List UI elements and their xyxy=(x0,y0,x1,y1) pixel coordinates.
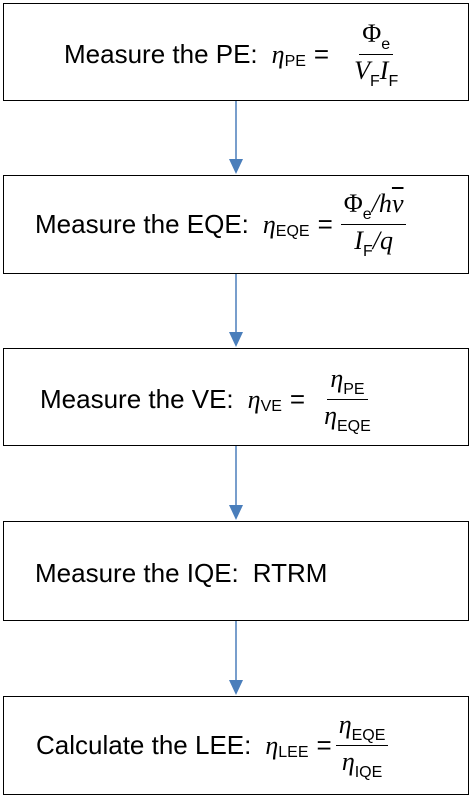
equals-sign: = xyxy=(289,384,306,414)
arrow-head-3 xyxy=(229,505,243,520)
step-lee-label: Calculate the LEE: xyxy=(36,730,252,760)
eqe-numerator: Φ e /h ν xyxy=(340,188,407,225)
step-pe-label: Measure the PE: xyxy=(64,39,258,69)
pe-denominator: V F I F xyxy=(351,55,401,91)
eta-symbol: η xyxy=(262,209,276,239)
equals-sign: = xyxy=(313,39,330,69)
step-ve-label: Measure the VE: xyxy=(40,384,234,414)
phi-symbol: Φ xyxy=(343,189,363,218)
step-box-ve: Measure the VE: η VE = η PE η EQE xyxy=(3,348,469,446)
equals-sign: = xyxy=(317,209,333,239)
pe-fraction: Φ e V F I F xyxy=(351,18,401,91)
lee-denominator: η IQE xyxy=(339,746,385,782)
iqe-subscript: IQE xyxy=(354,764,383,781)
ve-subscript: VE xyxy=(260,397,282,415)
pe-subscript: PE xyxy=(284,52,306,70)
eta-pe-symbol: η xyxy=(330,364,344,393)
phi-subscript: e xyxy=(381,36,391,53)
lee-subscript: LEE xyxy=(278,743,309,761)
step-box-lee: Calculate the LEE: η LEE = η EQE η IQE xyxy=(3,696,469,795)
eqe-subscript: EQE xyxy=(337,418,371,435)
step-box-iqe: Measure the IQE: RTRM xyxy=(3,521,469,621)
eta-eqe-symbol: η xyxy=(324,401,337,430)
equals-sign: = xyxy=(316,730,332,760)
current-symbol: I xyxy=(379,56,389,85)
step-eqe-label: Measure the EQE: xyxy=(35,209,249,239)
eta-symbol: η xyxy=(271,39,285,69)
eta-eqe-symbol: η xyxy=(338,710,352,739)
lee-numerator: η EQE xyxy=(335,709,389,746)
ve-numerator: η PE xyxy=(327,363,368,400)
charge-symbol: /q xyxy=(372,226,393,255)
eta-symbol: η xyxy=(265,730,279,760)
arrow-group xyxy=(229,101,243,695)
voltage-subscript: F xyxy=(369,73,380,90)
current-symbol: I xyxy=(354,226,363,255)
mean-frequency-nu: ν xyxy=(391,189,404,218)
eta-symbol: η xyxy=(247,384,261,414)
arrow-head-4 xyxy=(229,680,243,695)
arrow-head-2 xyxy=(229,332,243,347)
eqe-subscript: EQE xyxy=(351,727,386,744)
current-subscript: F xyxy=(362,243,373,260)
phi-subscript: e xyxy=(362,206,372,223)
step-eqe-line: Measure the EQE: η EQE = Φ e /h ν I F /q xyxy=(35,188,407,261)
phi-symbol: Φ xyxy=(362,19,382,48)
eqe-subscript: EQE xyxy=(275,222,310,240)
step-box-pe: Measure the PE: η PE = Φ e V F I F xyxy=(3,3,469,101)
arrow-head-1 xyxy=(229,159,243,174)
pe-numerator: Φ e xyxy=(359,18,394,55)
eqe-fraction: Φ e /h ν I F /q xyxy=(340,188,407,261)
step-pe-line: Measure the PE: η PE = Φ e V F I F xyxy=(64,18,401,91)
step-lee-line: Calculate the LEE: η LEE = η EQE η IQE xyxy=(36,709,389,782)
voltage-symbol: V xyxy=(354,56,370,85)
current-subscript: F xyxy=(388,73,399,90)
ve-denominator: η EQE xyxy=(321,400,374,436)
pe-subscript: PE xyxy=(343,381,365,398)
iqe-method: RTRM xyxy=(252,558,328,588)
step-box-eqe: Measure the EQE: η EQE = Φ e /h ν I F /q xyxy=(3,175,469,274)
step-ve-line: Measure the VE: η VE = η PE η EQE xyxy=(40,363,374,436)
eta-iqe-symbol: η xyxy=(341,747,355,776)
ve-fraction: η PE η EQE xyxy=(321,363,374,436)
photon-energy-h: /h xyxy=(371,189,392,218)
lee-fraction: η EQE η IQE xyxy=(335,709,389,782)
eqe-denominator: I F /q xyxy=(351,225,396,261)
step-iqe-line: Measure the IQE: RTRM xyxy=(35,558,327,589)
step-iqe-label: Measure the IQE: xyxy=(35,558,239,588)
